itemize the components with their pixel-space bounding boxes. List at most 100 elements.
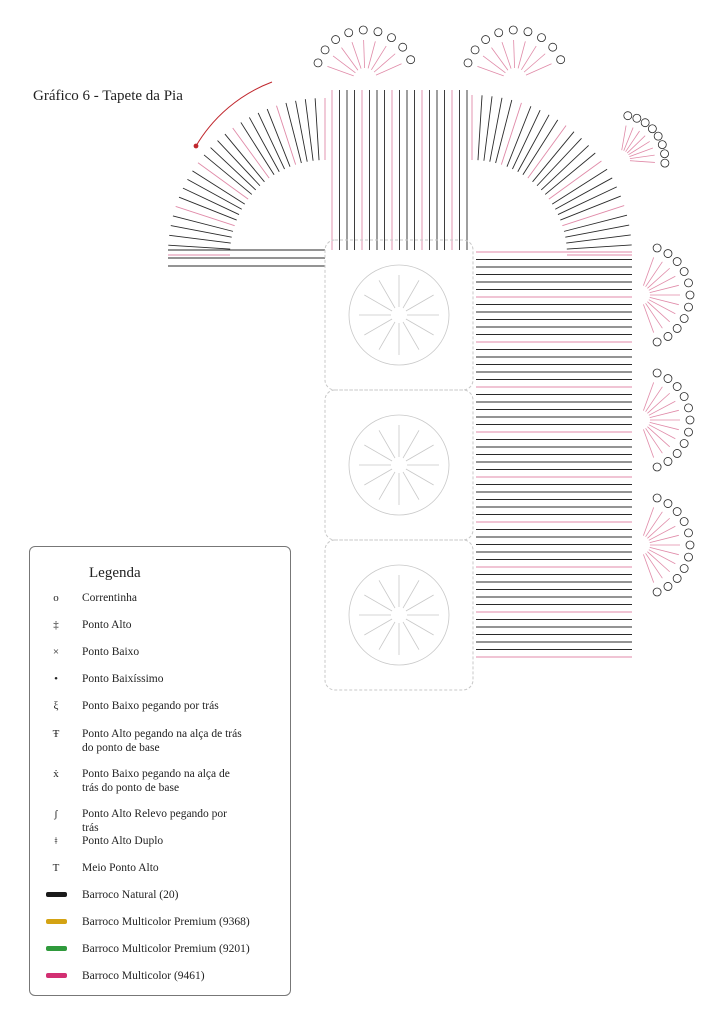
- radial-stitch: [304, 99, 314, 161]
- picot-stitch: [406, 55, 416, 65]
- radial-stitch: [187, 178, 242, 210]
- radial-stitch: [562, 205, 625, 227]
- scallop-stitch: [491, 47, 509, 71]
- radial-stitch: [512, 110, 541, 170]
- radial-stitch: [217, 140, 261, 187]
- picot-stitch: [653, 131, 663, 141]
- radial-stitch: [168, 244, 231, 250]
- picot-stitch: [672, 324, 682, 333]
- radial-stitch: [197, 162, 249, 200]
- radial-stitch: [489, 97, 503, 162]
- radial-stitch: [192, 170, 246, 205]
- scallop-stitch: [629, 154, 655, 160]
- scallop-stitch: [649, 284, 679, 293]
- scallop-stitch: [647, 551, 670, 573]
- picot-stitch: [685, 540, 695, 550]
- radial-stitch: [495, 99, 513, 164]
- legend-label: Meio Ponto Alto: [82, 862, 159, 874]
- radial-stitch: [517, 114, 550, 172]
- start-marker: [193, 143, 199, 149]
- radial-stitch: [560, 195, 621, 221]
- radial-stitch: [170, 225, 232, 238]
- scallop-stitch: [341, 47, 359, 71]
- picot-stitch: [647, 124, 657, 134]
- radial-stitch: [522, 119, 559, 176]
- square-stitch: [402, 621, 420, 650]
- picot-stitch: [679, 517, 689, 526]
- yarn-color-swatch: [46, 919, 67, 924]
- scallop-stitch: [648, 549, 676, 565]
- scallop-stitch: [645, 428, 663, 454]
- picot-stitch: [684, 528, 693, 538]
- picot-stitch: [556, 55, 566, 65]
- scallop-stitch: [623, 127, 634, 151]
- scallop-stitch: [371, 45, 387, 71]
- square-stitch: [364, 318, 393, 336]
- picot-stitch: [652, 368, 662, 378]
- scallop-stitch: [649, 409, 679, 418]
- square-stitch: [378, 580, 396, 609]
- back-post-double-crochet-icon: ʃ: [54, 808, 58, 820]
- single-crochet-icon: ×: [52, 646, 60, 658]
- picot-stitch: [652, 493, 662, 503]
- picot-stitch: [672, 449, 682, 458]
- picot-stitch: [672, 257, 682, 266]
- radial-stitch: [563, 214, 628, 232]
- picot-stitch: [652, 462, 662, 472]
- picot-stitch: [387, 33, 396, 42]
- scallop-stitch: [626, 135, 646, 154]
- picot-stitch: [623, 111, 633, 121]
- radial-stitch: [551, 168, 608, 205]
- picot-stitch: [358, 25, 368, 35]
- square-stitch: [378, 430, 396, 459]
- back-single-crochet-icon: ξ: [53, 700, 59, 712]
- radial-stitch: [548, 160, 602, 200]
- scallop-stitch: [643, 382, 655, 411]
- legend-label: Ponto Baixo pegando por trás: [82, 700, 219, 712]
- picot-stitch: [660, 149, 669, 159]
- radial-stitch: [295, 100, 308, 162]
- square-stitch: [364, 594, 393, 612]
- legend-label: Barroco Multicolor Premium (9368): [82, 916, 250, 928]
- scallop-stitch: [629, 147, 654, 157]
- radial-stitch: [169, 234, 231, 244]
- treble-crochet-icon: ǂ: [54, 835, 58, 847]
- picot-stitch: [679, 439, 689, 448]
- radial-stitch: [224, 133, 265, 183]
- radial-stitch: [477, 95, 483, 161]
- picot-stitch: [672, 574, 682, 583]
- scallop-stitch: [332, 55, 356, 74]
- square-round: [348, 414, 450, 516]
- radial-stitch: [566, 234, 631, 244]
- square-stitch: [405, 294, 434, 312]
- scallop-stitch: [643, 257, 655, 286]
- legend-label: Barroco Natural (20): [82, 889, 179, 901]
- radial-stitch: [527, 125, 567, 179]
- picot-stitch: [652, 587, 662, 597]
- picot-stitch: [313, 58, 323, 68]
- radial-stitch: [500, 102, 522, 165]
- picot-stitch: [684, 403, 693, 413]
- granny-square: [324, 539, 474, 691]
- picot-stitch: [679, 392, 689, 401]
- square-stitch: [402, 321, 420, 350]
- square-stitch: [402, 280, 420, 309]
- picot-stitch: [663, 374, 673, 383]
- scallop-stitch: [649, 297, 679, 306]
- scallop-stitch: [625, 130, 640, 152]
- scallop-stitch: [621, 125, 627, 151]
- yarn-color-swatch: [46, 973, 67, 978]
- square-stitch: [378, 321, 396, 350]
- legend-heading: Legenda: [89, 565, 141, 581]
- picot-stitch: [684, 427, 693, 437]
- square-stitch: [402, 430, 420, 459]
- scallop-stitch: [648, 400, 676, 416]
- picot-stitch: [663, 249, 673, 258]
- radial-stitch: [232, 127, 270, 179]
- radial-stitch: [172, 215, 234, 232]
- legend-label: Ponto Baixo: [82, 646, 140, 658]
- picot-stitch: [494, 28, 504, 38]
- picot-stitch: [470, 45, 480, 55]
- picot-stitch: [373, 27, 383, 37]
